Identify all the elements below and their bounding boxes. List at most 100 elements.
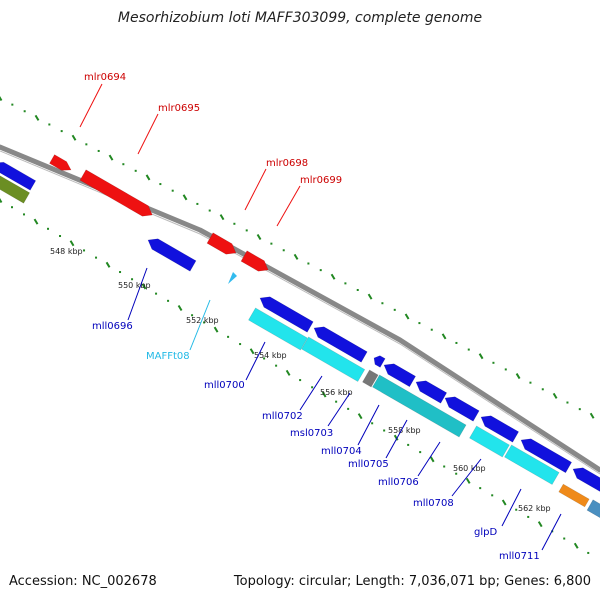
inner-tick-row-major-tick [105,261,111,268]
outer-tick-row-major-tick [367,293,373,300]
inner-tick-row-dot [119,271,122,274]
leader-mll0702 [299,375,323,411]
outer-tick-row-dot [578,408,581,411]
outer-tick-row-dot [270,242,273,245]
outer-tick-row-major-tick [0,96,3,102]
inner-tick-row-dot [515,508,518,511]
label-MAFFt08: MAFFt08 [146,351,190,362]
cds-mll0702 [301,336,366,382]
cds-mll0704-0708 [372,374,467,438]
gene-mll0702 [313,326,368,363]
outer-tick-row-dot [566,401,569,404]
inner-tick-row-major-tick [321,391,327,398]
trna-MAFFt08 [228,272,237,284]
gene-mlr0699 [240,250,269,272]
inner-tick-row-dot [131,278,134,281]
outer-tick-row-dot [430,328,433,331]
outer-tick-row-major-tick [552,392,558,399]
scale-label: 548 kbp [50,247,83,256]
inner-tick-row-dot [491,494,494,497]
outer-tick-row-dot [418,322,421,325]
leader-mlr0694 [79,83,103,128]
gene-mll0711 [572,467,600,492]
outer-tick-row-dot [344,282,347,285]
label-mll0708: mll0708 [413,498,454,509]
gene-mll0704 [383,363,416,388]
inner-tick-row-major-tick [357,413,363,420]
outer-tick-row-dot [467,348,470,351]
outer-tick-row-major-tick [589,412,595,419]
inner-tick-row-major-tick [465,477,471,484]
inner-tick-row-dot [83,249,86,252]
inner-tick-row-dot [191,314,194,317]
outer-tick-row-dot [171,189,174,192]
inner-tick-row-dot [371,422,374,425]
genome-summary-text: Topology: circular; Length: 7,036,071 bp… [233,574,591,589]
inner-tick-row-dot [23,213,26,216]
leader-mll0705 [385,419,408,459]
outer-tick-row-dot [208,209,211,212]
label-mll0696: mll0696 [92,321,133,332]
inner-tick-row-dot [47,227,50,230]
leader-mll0700 [245,341,266,381]
backbone-highlight [0,150,600,475]
inner-tick-row-major-tick [429,456,435,463]
feature-layer [0,154,600,519]
label-mll0705: mll0705 [348,459,389,470]
gene-mlr0698 [206,232,237,255]
leader-mll0704 [357,404,380,446]
outer-tick-row-major-tick [404,313,410,320]
inner-tick-row-dot [155,292,158,295]
inner-tick-row-dot [407,443,410,446]
leader-msl0703 [327,392,351,427]
outer-tick-row-major-tick [108,154,114,161]
inner-tick-row-dot [311,386,314,389]
gene-mlr0695 [79,169,153,217]
inner-tick-row-dot [299,379,302,382]
inner-tick-row-dot [455,472,458,475]
outer-tick-row-dot [60,130,63,133]
inner-tick-row-major-tick [573,542,579,549]
outer-tick-row-major-tick [293,253,299,260]
outer-tick-row-dot [97,149,100,152]
gene-mll0708 [480,415,520,443]
leader-mll0711 [541,513,562,551]
outer-tick-row-major-tick [182,194,188,201]
inner-tick-row-dot [383,429,386,432]
outer-tick-row-dot [196,202,199,205]
leader-mll0708 [451,458,482,497]
label-mlr0699: mlr0699 [300,175,342,186]
gene-mll0706 [444,396,480,422]
scale-label: 560 kbp [453,464,486,473]
inner-tick-row-dot [479,487,482,490]
leader-mlr0695 [137,113,159,155]
outer-tick-row-dot [11,103,14,106]
feature-orange [558,483,590,508]
inner-tick-row-dot [263,357,266,360]
cds-mll0700 [248,307,308,351]
outer-tick-row-dot [529,381,532,384]
accession-text: Accession: NC_002678 [9,574,157,589]
leader-mll0696 [127,267,148,321]
outer-tick-row-dot [282,249,285,252]
inner-tick-row-dot [167,299,170,302]
cds-mll0708 [469,425,510,458]
gene-glpD [520,438,573,474]
backbone-layer [0,144,600,475]
gene-olive-fragment [0,175,31,204]
outer-tick-row-dot [319,269,322,272]
outer-tick-row-major-tick [219,214,225,221]
inner-tick-row-dot [563,537,566,540]
inner-tick-row-dot [203,321,206,324]
label-mll0704: mll0704 [321,446,362,457]
inner-tick-row-dot [11,206,14,209]
outer-tick-row-major-tick [256,234,262,241]
feature-steel [586,499,600,519]
inner-tick-row-dot [95,256,98,259]
map-title: Mesorhizobium loti MAFF303099, complete … [117,10,483,26]
scale-label: 556 kbp [320,388,353,397]
inner-tick-row-dot [347,407,350,410]
